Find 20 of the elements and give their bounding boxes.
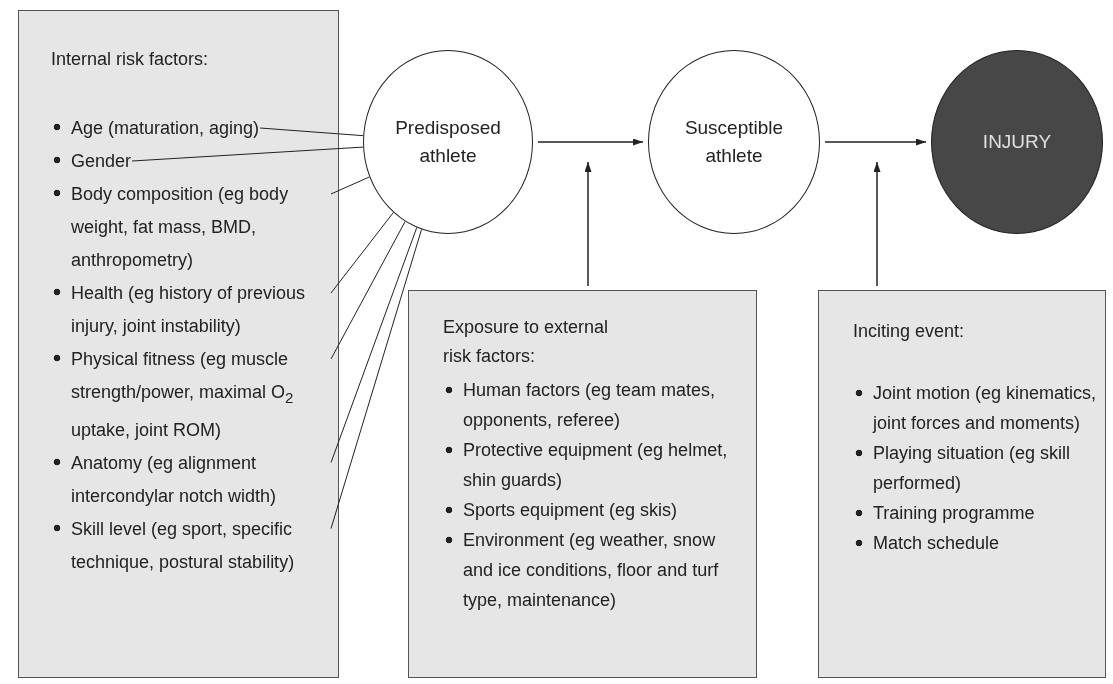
leader-line [330, 227, 418, 464]
leader-line [330, 212, 394, 294]
circle-label: Predisposed athlete [394, 116, 502, 168]
leader-line [131, 146, 364, 162]
leader-line [330, 228, 423, 530]
leader-line [330, 176, 370, 195]
box-heading: Internal risk factors: [51, 48, 210, 71]
leader-line [330, 220, 406, 360]
factor-panel [408, 290, 757, 678]
box-heading: Exposure to external risk factors: [443, 316, 610, 368]
leader-line [259, 127, 364, 137]
arrow [873, 161, 881, 287]
box-heading: Inciting event: [853, 320, 966, 343]
circle-label: INJURY [981, 130, 1053, 154]
circle-label: Susceptible athlete [683, 116, 785, 168]
factor-panel [818, 290, 1106, 678]
arrow [584, 161, 592, 287]
arrow [537, 138, 644, 146]
arrow [824, 138, 927, 146]
factor-panel [18, 10, 339, 678]
